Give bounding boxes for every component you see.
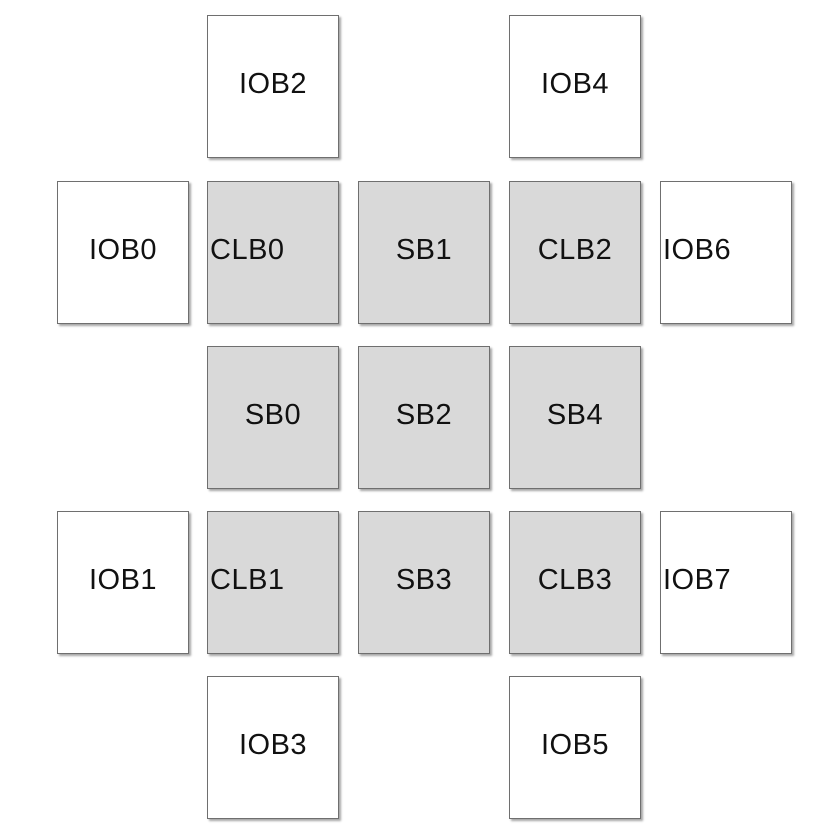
sb2-block: SB2: [358, 346, 490, 489]
sb1-block: SB1: [358, 181, 490, 324]
sb2-label: SB2: [395, 399, 453, 431]
iob7-block: IOB7: [660, 511, 792, 654]
clb2-label: CLB2: [537, 234, 613, 266]
clb3-label: CLB3: [537, 564, 613, 596]
sb4-block: SB4: [509, 346, 641, 489]
clb2-block: CLB2: [509, 181, 641, 324]
sb1-label: SB1: [395, 234, 453, 266]
iob4-block: IOB4: [509, 15, 641, 158]
iob3-block: IOB3: [207, 676, 339, 819]
iob2-label: IOB2: [238, 67, 308, 100]
iob3-label: IOB3: [238, 728, 308, 761]
iob6-label: IOB6: [663, 234, 732, 266]
clb1-label: CLB1: [210, 564, 285, 596]
iob5-label: IOB5: [540, 728, 610, 761]
iob6-block: IOB6: [660, 181, 792, 324]
sb0-block: SB0: [207, 346, 339, 489]
sb3-label: SB3: [395, 564, 453, 596]
iob7-label: IOB7: [663, 564, 732, 596]
clb0-block: CLB0: [207, 181, 339, 324]
clb1-block: CLB1: [207, 511, 339, 654]
iob5-block: IOB5: [509, 676, 641, 819]
clb3-block: CLB3: [509, 511, 641, 654]
iob1-label: IOB1: [88, 564, 158, 596]
sb3-block: SB3: [358, 511, 490, 654]
sb4-label: SB4: [546, 399, 604, 431]
iob0-block: IOB0: [57, 181, 189, 324]
iob0-label: IOB0: [88, 234, 158, 266]
iob4-label: IOB4: [540, 67, 610, 100]
sb0-label: SB0: [244, 399, 302, 431]
iob2-block: IOB2: [207, 15, 339, 158]
iob1-block: IOB1: [57, 511, 189, 654]
clb0-label: CLB0: [210, 234, 285, 266]
